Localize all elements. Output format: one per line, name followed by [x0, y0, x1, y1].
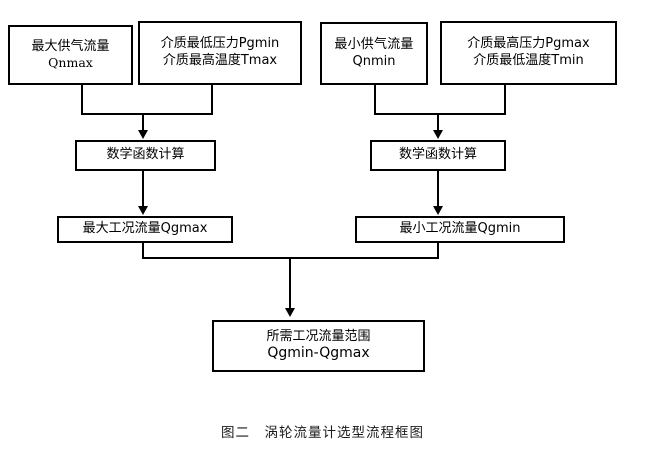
node-min-supply-flow: 最小供气流量 Qnmin	[320, 22, 428, 85]
node-math-calc-right-label: 数学函数计算	[398, 147, 477, 163]
connector-min-supply-drop	[374, 85, 376, 115]
node-max-working-flow-label: 最大工况流量Qgmax	[82, 221, 208, 237]
connector-final-merge-stem	[289, 257, 291, 310]
node-medium-min-pressure-line2: 介质最高温度Tmax	[162, 53, 278, 68]
connector-math-right-arrowhead	[433, 206, 443, 215]
connector-right-merge-bar	[374, 113, 506, 115]
node-min-working-flow-label: 最小工况流量Qgmin	[399, 221, 521, 237]
node-math-calc-left-label: 数学函数计算	[106, 147, 185, 163]
node-medium-min-pressure-line1: 介质最低压力Pgmin	[160, 36, 280, 52]
node-medium-max-pressure-line1: 介质最高压力Pgmax	[467, 36, 590, 52]
node-min-supply-flow-line1: 最小供气流量	[334, 36, 414, 52]
connector-left-merge-stem	[142, 113, 144, 132]
connector-right-merge-arrowhead	[433, 130, 443, 139]
connector-max-working-drop	[142, 243, 144, 259]
connector-left-merge-arrowhead	[138, 130, 148, 139]
node-medium-min-pressure: 介质最低压力Pgmin 介质最高温度Tmax	[138, 21, 302, 85]
node-max-supply-flow-line2: Qnmax	[48, 55, 93, 71]
connector-max-supply-drop	[81, 85, 83, 115]
node-medium-max-pressure-line2: 介质最低温度Tmin	[473, 53, 584, 68]
node-required-range-line2: Qgmin-Qgmax	[267, 345, 370, 362]
connector-left-merge-bar	[81, 113, 213, 115]
connector-min-working-drop	[437, 243, 439, 259]
node-required-range: 所需工况流量范围 Qgmin-Qgmax	[212, 320, 425, 372]
connector-right-merge-stem	[437, 113, 439, 132]
figure-caption: 图二 涡轮流量计选型流程框图	[221, 425, 424, 441]
node-max-supply-flow: 最大供气流量 Qnmax	[8, 25, 133, 85]
connector-medium-min-drop	[211, 85, 213, 115]
node-medium-max-pressure: 介质最高压力Pgmax 介质最低温度Tmin	[440, 21, 617, 85]
connector-math-right-to-min-flow	[437, 171, 439, 208]
connector-final-merge-arrowhead	[285, 308, 295, 317]
connector-math-left-to-max-flow	[142, 171, 144, 208]
node-math-calc-right: 数学函数计算	[370, 140, 506, 171]
node-min-supply-flow-line2: Qnmin	[352, 53, 396, 69]
node-max-working-flow: 最大工况流量Qgmax	[57, 216, 233, 243]
node-max-supply-flow-line1: 最大供气流量	[31, 38, 110, 54]
node-min-working-flow: 最小工况流量Qgmin	[355, 216, 565, 243]
node-math-calc-left: 数学函数计算	[75, 140, 216, 171]
node-required-range-line1: 所需工况流量范围	[266, 328, 371, 344]
connector-medium-max-drop	[504, 85, 506, 115]
connector-math-left-arrowhead	[138, 206, 148, 215]
